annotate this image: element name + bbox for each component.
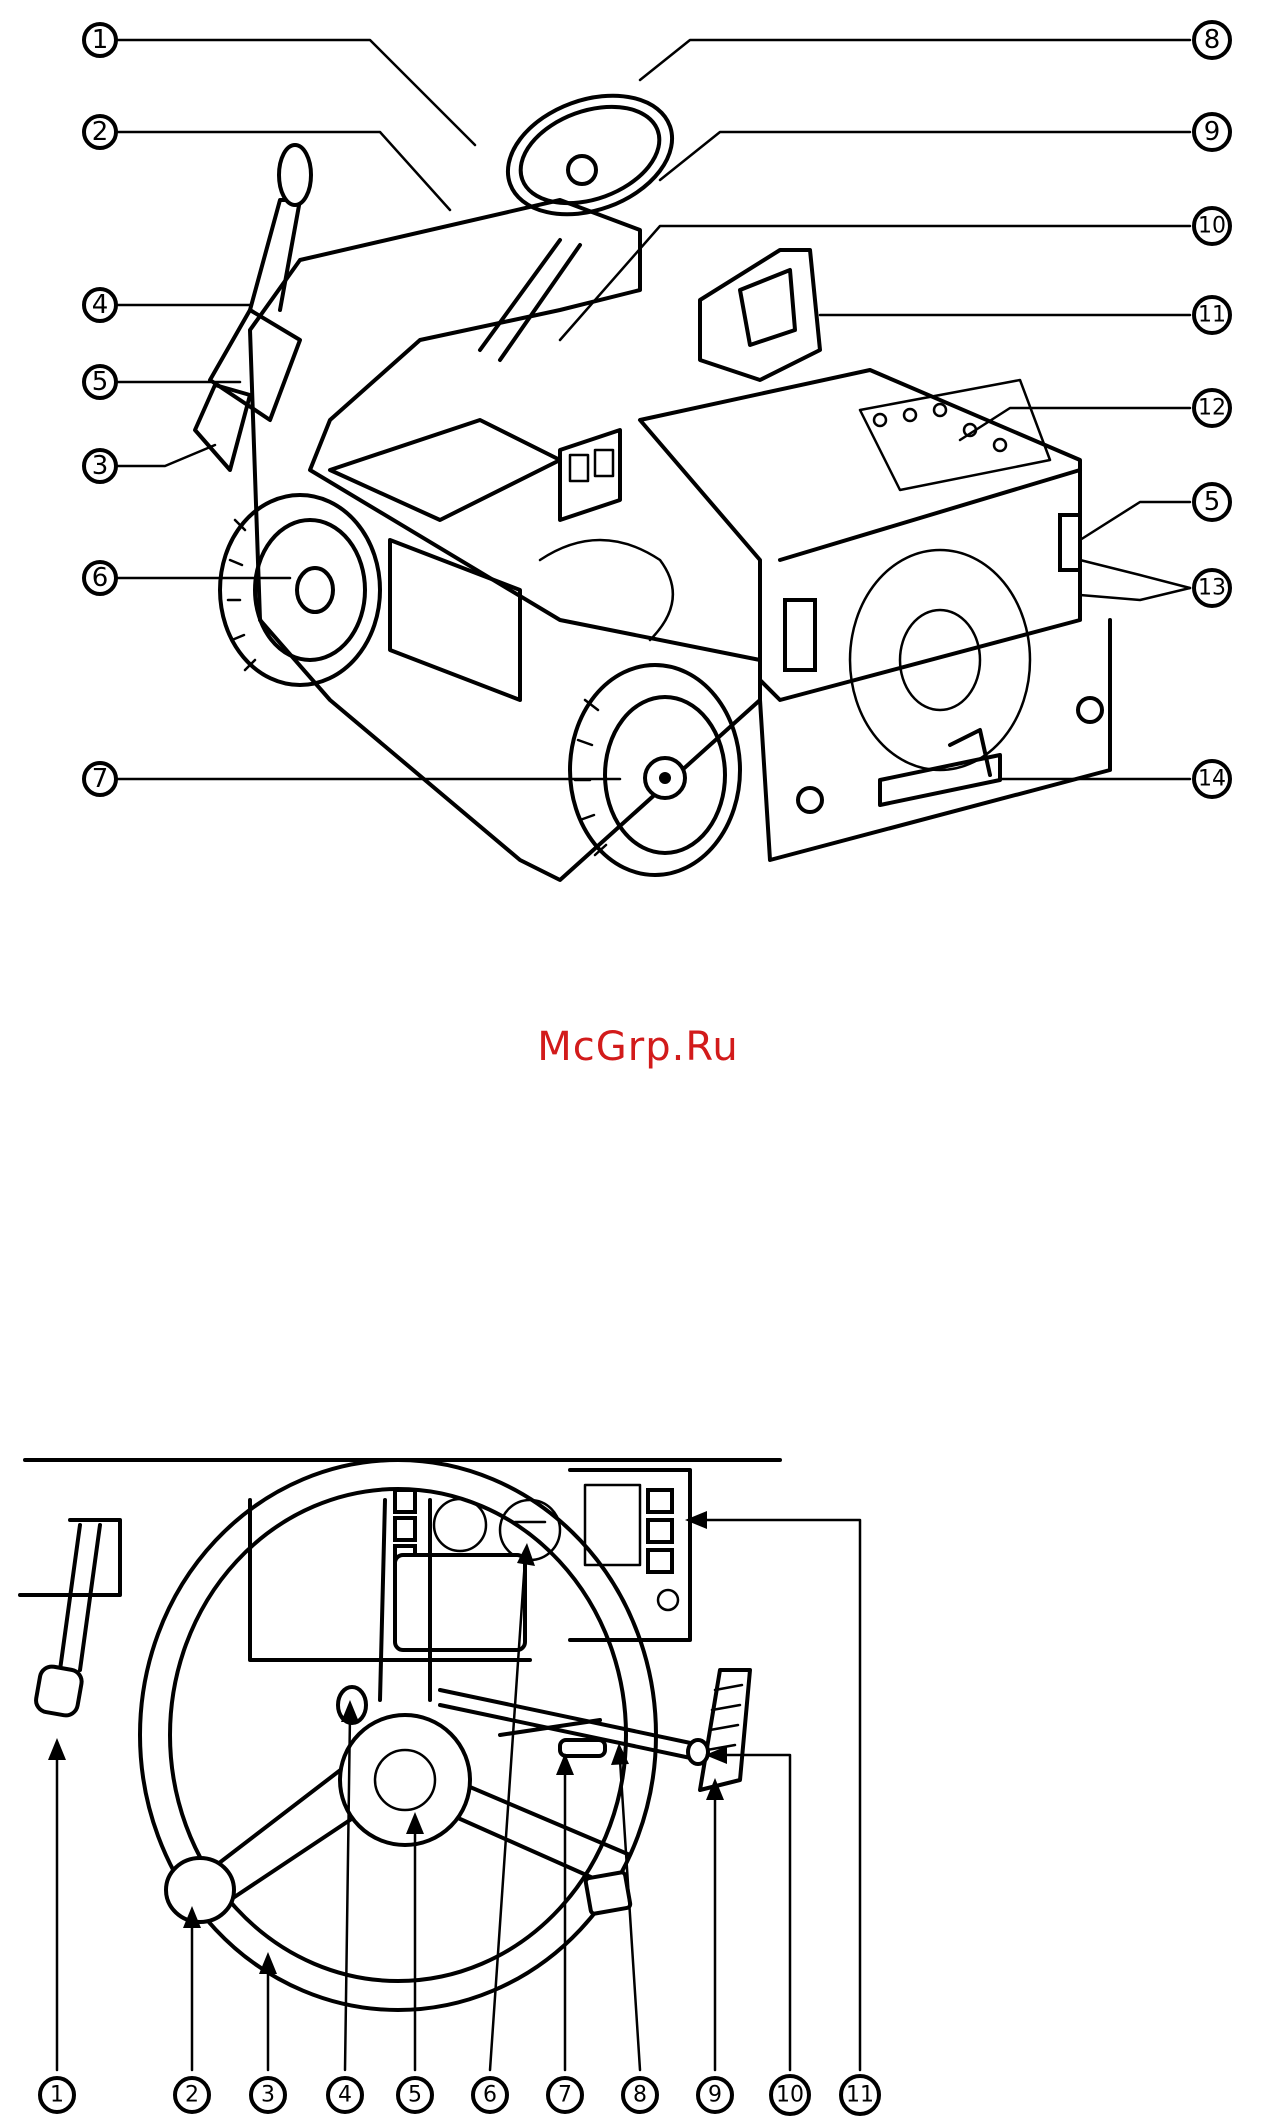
top-callout: 14 [1194, 761, 1230, 797]
svg-text:1: 1 [92, 25, 109, 55]
svg-text:5: 5 [408, 2083, 422, 2108]
svg-text:6: 6 [92, 563, 109, 593]
bottom-callout: 6 [473, 2078, 507, 2112]
bottom-callout: 1 [40, 2078, 74, 2112]
top-callout: 8 [1194, 22, 1230, 58]
svg-text:1: 1 [50, 2083, 64, 2108]
svg-text:3: 3 [261, 2083, 275, 2108]
bottom-callout: 7 [548, 2078, 582, 2112]
top-callout: 5 [84, 366, 116, 398]
svg-text:11: 11 [1198, 303, 1226, 328]
top-callout: 6 [84, 562, 116, 594]
tractor-illustration [195, 74, 1110, 880]
bottom-callout: 11 [841, 2076, 879, 2114]
svg-text:4: 4 [338, 2083, 352, 2108]
top-callout: 2 [84, 116, 116, 148]
top-callout: 12 [1194, 390, 1230, 426]
svg-text:13: 13 [1198, 576, 1226, 601]
svg-text:9: 9 [1204, 117, 1221, 147]
svg-text:5: 5 [1204, 487, 1221, 517]
top-callout: 5 [1194, 484, 1230, 520]
top-callout: 1 [84, 24, 116, 56]
top-callout: 4 [84, 289, 116, 321]
svg-text:12: 12 [1198, 396, 1226, 421]
svg-text:10: 10 [1198, 214, 1226, 239]
svg-text:6: 6 [483, 2083, 497, 2108]
svg-text:10: 10 [776, 2083, 804, 2108]
top-callout: 13 [1194, 570, 1230, 606]
svg-text:3: 3 [92, 451, 109, 481]
svg-text:7: 7 [92, 764, 109, 794]
top-callout: 7 [84, 763, 116, 795]
watermark-text: McGrp.Ru [537, 1024, 738, 1070]
bottom-callout: 5 [398, 2078, 432, 2112]
svg-text:5: 5 [92, 367, 109, 397]
svg-text:8: 8 [633, 2083, 647, 2108]
svg-text:7: 7 [558, 2083, 572, 2108]
svg-text:14: 14 [1198, 767, 1226, 792]
top-callout: 11 [1194, 297, 1230, 333]
bottom-callout: 9 [698, 2078, 732, 2112]
svg-text:9: 9 [708, 2083, 722, 2108]
bottom-callout: 2 [175, 2078, 209, 2112]
svg-text:11: 11 [846, 2083, 874, 2108]
svg-text:2: 2 [92, 117, 109, 147]
svg-text:8: 8 [1204, 25, 1221, 55]
svg-text:4: 4 [92, 290, 109, 320]
bottom-callout: 10 [771, 2076, 809, 2114]
top-callout: 10 [1194, 208, 1230, 244]
svg-text:2: 2 [185, 2083, 199, 2108]
bottom-callout: 3 [251, 2078, 285, 2112]
bottom-callout: 8 [623, 2078, 657, 2112]
bottom-callout: 4 [328, 2078, 362, 2112]
steering-illustration [20, 1460, 780, 2010]
top-callout: 9 [1194, 114, 1230, 150]
top-callout: 3 [84, 450, 116, 482]
bottom-callouts: 1 2 3 4 5 6 7 8 9 10 11 [40, 2076, 879, 2114]
